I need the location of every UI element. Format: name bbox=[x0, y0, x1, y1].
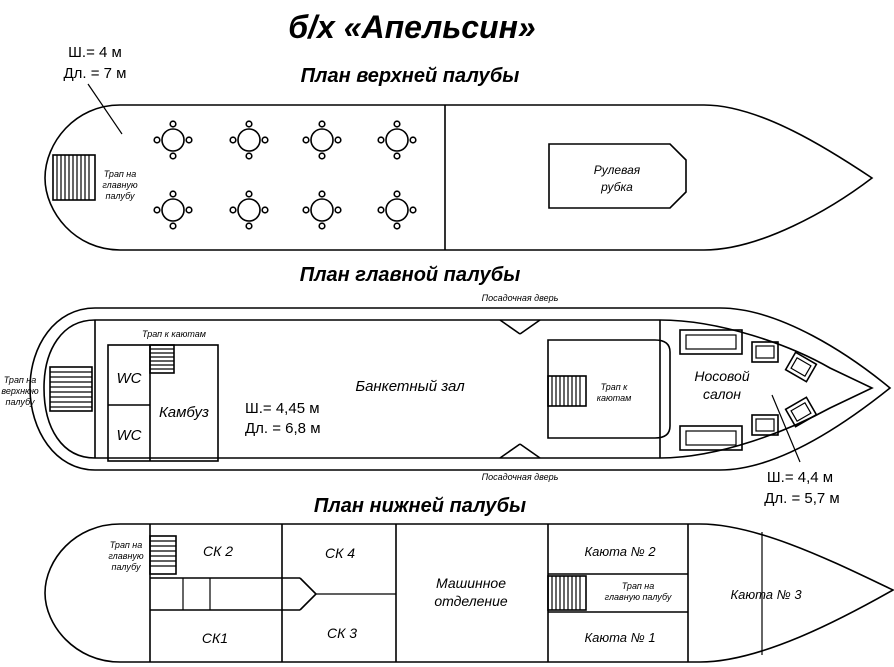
lower-right-stairs bbox=[547, 575, 587, 611]
lower-deck-plan: План нижней палубы Трап на главную палуб… bbox=[44, 495, 894, 663]
table-icon bbox=[153, 120, 193, 160]
upper-deck-length: Дл. = 7 м bbox=[64, 65, 127, 82]
table-icon bbox=[229, 120, 269, 160]
wheelhouse-label-2: рубка bbox=[600, 180, 633, 194]
lower-stairs-left-1: Трап на bbox=[110, 540, 143, 550]
sk2-label: СК 2 bbox=[203, 543, 233, 559]
hall-label: Банкетный зал bbox=[355, 378, 465, 395]
upper-deck-dim-leader bbox=[87, 83, 123, 135]
upper-deck-stairs bbox=[52, 154, 96, 201]
sofa-icon bbox=[679, 329, 743, 355]
armchair-icon bbox=[784, 396, 818, 428]
mid-stairs-label-2: каютам bbox=[597, 393, 632, 403]
wheelhouse bbox=[548, 143, 687, 209]
salon-length: Дл. = 5,7 м bbox=[764, 490, 840, 507]
sk1-label: СК1 bbox=[202, 630, 228, 646]
cabin-2-label: Каюта № 2 bbox=[584, 544, 656, 559]
upper-deck-width: Ш.= 4 м bbox=[68, 44, 122, 61]
armchair-icon bbox=[751, 414, 779, 436]
salon-label-1: Носовой bbox=[694, 368, 749, 384]
main-deck-plan: План главной палубы Посадочная дверь Пос… bbox=[1, 264, 892, 507]
mid-stair-housing bbox=[547, 339, 671, 439]
main-deck-heading: План главной палубы bbox=[300, 264, 521, 286]
main-deck-hull-outer bbox=[29, 307, 892, 471]
engine-room-label-2: отделение bbox=[434, 593, 508, 609]
upper-deck-hull bbox=[44, 104, 874, 251]
main-stern-stairs bbox=[49, 366, 93, 412]
lower-left-stairs bbox=[149, 535, 177, 575]
armchair-icon bbox=[784, 351, 818, 383]
stairs-upper-label-1: Трап на bbox=[4, 375, 37, 385]
salon-dim-leader bbox=[771, 394, 801, 463]
door-top bbox=[499, 319, 521, 335]
sk4-label: СК 4 bbox=[325, 545, 355, 561]
door-bottom-leaf bbox=[519, 443, 541, 459]
sk3-label: СК 3 bbox=[327, 625, 357, 641]
lower-stairs-left-3: палубу bbox=[112, 562, 141, 572]
lower-stairs-left-2: главную bbox=[108, 551, 144, 561]
wheelhouse-label-1: Рулевая bbox=[594, 163, 641, 177]
salon-label-2: салон bbox=[703, 386, 741, 402]
lower-deck-hull bbox=[44, 523, 894, 663]
upper-stairs-label-2: главную bbox=[102, 180, 138, 190]
upper-stairs-label-3: палубу bbox=[106, 191, 135, 201]
mid-stairs-label-1: Трап к bbox=[601, 382, 629, 392]
door-bottom-label: Посадочная дверь bbox=[482, 472, 559, 482]
table-icon bbox=[302, 120, 342, 160]
upper-deck-plan: План верхней палубы Ш.= 4 м Дл. = 7 м Тр… bbox=[44, 44, 874, 251]
sofa-icon bbox=[679, 425, 743, 451]
upper-deck-heading: План верхней палубы bbox=[301, 65, 520, 87]
hall-length: Дл. = 6,8 м bbox=[245, 420, 321, 437]
lower-stairs-right-2: главную палубу bbox=[605, 592, 672, 602]
cabin-1-label: Каюта № 1 bbox=[584, 630, 655, 645]
hall-width: Ш.= 4,45 м bbox=[245, 400, 320, 417]
wc-2-label: WC bbox=[117, 427, 142, 444]
table-icon bbox=[377, 120, 417, 160]
armchair-icon bbox=[751, 341, 779, 363]
stairs-cabins-label: Трап к каютам bbox=[142, 329, 206, 339]
table-icon bbox=[229, 190, 269, 230]
table-icon bbox=[153, 190, 193, 230]
mid-stairs bbox=[547, 375, 587, 407]
stairs-to-cabins bbox=[149, 344, 175, 374]
door-top-leaf bbox=[519, 319, 541, 335]
lower-stairs-right-1: Трап на bbox=[622, 581, 655, 591]
stairs-upper-label-3: палубу bbox=[6, 397, 35, 407]
galley-label: Камбуз bbox=[159, 404, 209, 421]
wc-1-label: WC bbox=[117, 370, 142, 387]
stairs-upper-label-2: верхнюю bbox=[1, 386, 38, 396]
main-deck-hull-inner bbox=[43, 319, 874, 459]
corridor-end bbox=[299, 577, 318, 611]
engine-room-label-1: Машинное bbox=[436, 575, 506, 591]
door-bottom bbox=[499, 443, 521, 459]
salon-width: Ш.= 4,4 м bbox=[767, 469, 833, 486]
lower-deck-heading: План нижней палубы bbox=[314, 495, 526, 517]
door-top-label: Посадочная дверь bbox=[482, 293, 559, 303]
table-icon bbox=[377, 190, 417, 230]
upper-stairs-label-1: Трап на bbox=[104, 169, 137, 179]
table-icon bbox=[302, 190, 342, 230]
cabin-3-label: Каюта № 3 bbox=[730, 587, 802, 602]
page-title: б/х «Апельсин» bbox=[288, 9, 535, 45]
